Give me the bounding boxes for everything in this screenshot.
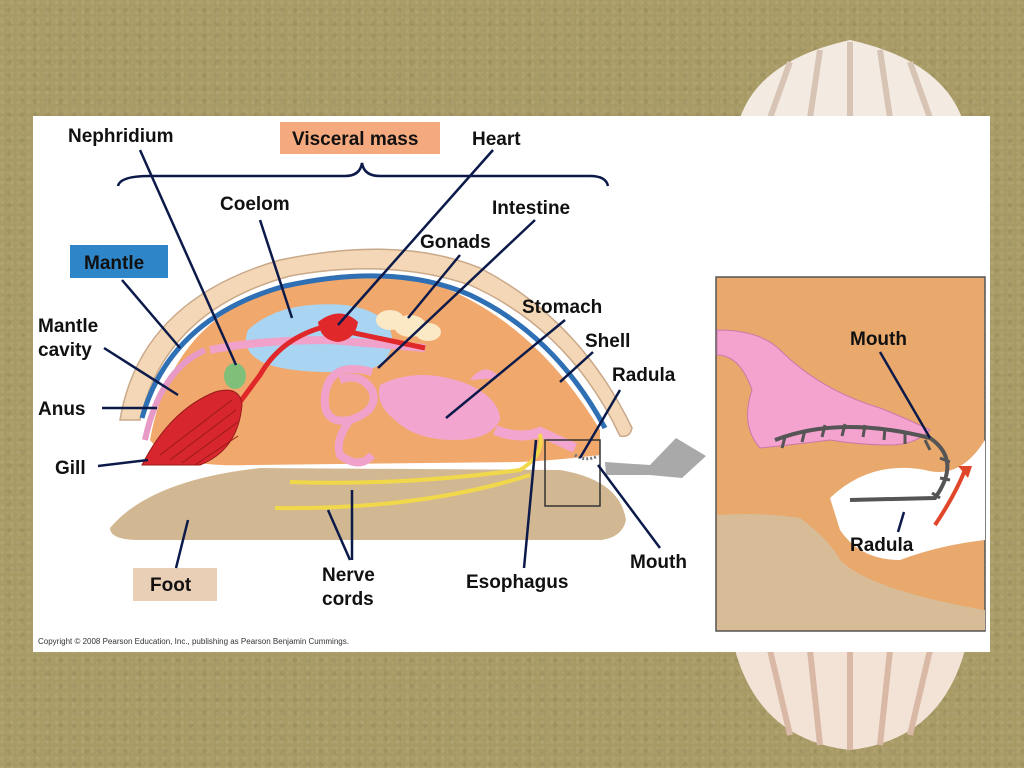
nephridium-label: Nephridium — [68, 126, 174, 147]
arrow-head-icon — [958, 466, 972, 478]
leader-lines — [97, 149, 932, 569]
anus-label: Anus — [38, 399, 86, 420]
nephridium-shape — [224, 363, 246, 389]
nerve-cords-leader-a — [326, 509, 352, 561]
intestine-leader — [377, 219, 536, 369]
nerve-cords-label-line2: cords — [322, 589, 374, 610]
stomach-shape — [379, 375, 500, 440]
copyright-text: Copyright © 2008 Pearson Education, Inc.… — [38, 637, 349, 646]
mantle-line — [139, 273, 608, 430]
esophagus-leader — [522, 439, 538, 569]
radula-motion-arrow — [933, 469, 967, 527]
gill-label: Gill — [55, 458, 86, 479]
mouth-leader — [596, 464, 662, 549]
coelom-leader — [258, 219, 294, 319]
nephridium-leader — [138, 149, 238, 366]
mantle-cavity-edge — [142, 347, 207, 441]
inset-locator-box — [544, 439, 601, 507]
mantle-label: Mantle — [84, 253, 144, 274]
shell-label: Shell — [585, 331, 630, 352]
nerve-cords-shape — [274, 433, 543, 511]
inset-mouth-leader — [878, 351, 932, 439]
heart-label: Heart — [472, 129, 521, 150]
zoom-arrow-icon — [605, 438, 706, 478]
inset-mouth-label: Mouth — [850, 329, 907, 350]
inset-panel — [715, 276, 986, 632]
visceral-mass-label: Visceral mass — [292, 129, 418, 150]
background-shell-bottom-icon — [735, 649, 965, 750]
mouth-label: Mouth — [630, 552, 687, 573]
nerve-cords-label-line1: Nerve — [322, 565, 375, 586]
stomach-label: Stomach — [522, 297, 602, 318]
visceral-mass-box — [280, 122, 440, 154]
radula-teeth — [780, 423, 951, 500]
digestive-gland — [470, 369, 500, 380]
heart-shape — [318, 313, 358, 342]
inset-radula-leader — [896, 511, 906, 533]
gill-shape — [141, 389, 243, 466]
esophagus-label: Esophagus — [466, 572, 568, 593]
mantle-cavity-leader — [103, 346, 179, 397]
mollusc-body — [110, 248, 633, 540]
mantle-cavity-label-line1: Mantle — [38, 316, 98, 337]
background-shell-top-icon — [740, 40, 962, 120]
foot-label: Foot — [150, 575, 192, 596]
radula-label: Radula — [612, 365, 676, 386]
gill-lamellae — [159, 399, 239, 466]
gonads-label: Gonads — [420, 232, 491, 253]
esophagus-shape — [493, 425, 578, 453]
shell-shape — [119, 248, 633, 438]
mantle-leader — [121, 279, 181, 349]
heart-leader — [337, 149, 494, 326]
gonads-shape — [376, 310, 441, 341]
intestine-loops — [320, 364, 378, 467]
stomach-leader — [445, 319, 566, 419]
shell-leader — [559, 351, 594, 383]
visceral-mass-brace — [116, 162, 610, 187]
radula-leader — [578, 389, 622, 459]
foot-box — [133, 568, 217, 601]
heart-vessels — [237, 325, 426, 404]
intestine-upper — [209, 335, 426, 354]
intestine-label: Intestine — [492, 198, 570, 219]
gonads-leader — [407, 254, 461, 319]
gill-leader — [97, 458, 149, 468]
foot-leader — [174, 519, 190, 569]
mantle-cavity-label-line2: cavity — [38, 340, 92, 361]
radula-shape — [574, 453, 599, 461]
coelom-label: Coelom — [220, 194, 290, 215]
mantle-box — [70, 245, 168, 278]
inset-radula-label: Radula — [850, 535, 914, 556]
